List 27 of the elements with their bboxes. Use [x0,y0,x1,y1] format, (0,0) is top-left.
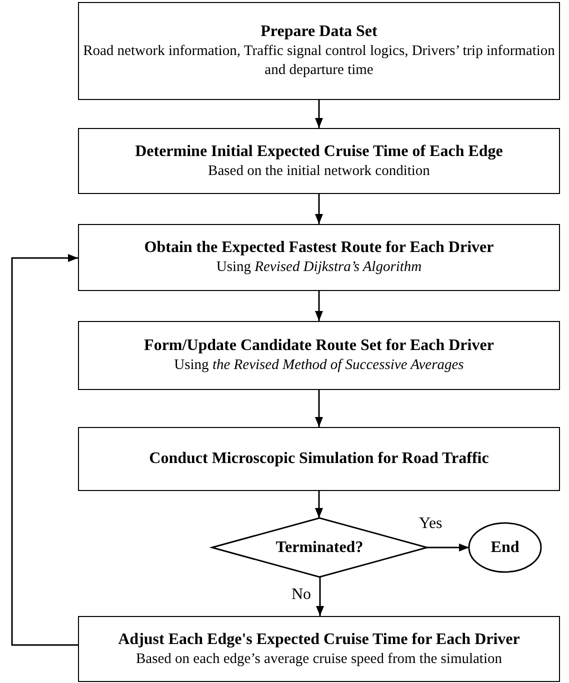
arrow [315,491,323,518]
step-title: Terminated? [276,538,364,558]
arrow [315,100,323,128]
arrow [316,577,324,616]
arrow [315,291,323,321]
process-box [78,224,560,291]
step-title: End [490,538,520,558]
step-description: Road network information, Traffic signal control logics, Drivers’ trip information and departure time [82,42,556,80]
process-box [78,2,560,100]
step-description: Using Revised Dijkstra’s Algorithm [215,258,423,277]
step-title: Conduct Microscopic Simulation for Road Traffic [149,449,489,469]
arrow [315,194,323,224]
arrow [11,254,78,646]
process-box [78,616,560,682]
process-box [78,128,560,194]
step-title: Adjust Each Edge's Expected Cruise Time for Each Driver [118,630,520,650]
arrow [315,390,323,427]
step-description: Using the Revised Method of Successive Averages [173,356,465,375]
arrow [427,544,469,552]
step-title: Obtain the Expected Fastest Route for Each Driver [144,238,494,258]
process-box [78,321,560,390]
step-description: Based on the initial network condition [207,162,431,180]
step-title: Form/Update Candidate Route Set for Each Driver [144,336,494,356]
step-title: Determine Initial Expected Cruise Time of Each Edge [135,142,503,162]
step-description: Based on each edge’s average cruise speed from the simulation [135,650,503,668]
step-title: Prepare Data Set [260,22,378,42]
process-box [78,427,560,491]
